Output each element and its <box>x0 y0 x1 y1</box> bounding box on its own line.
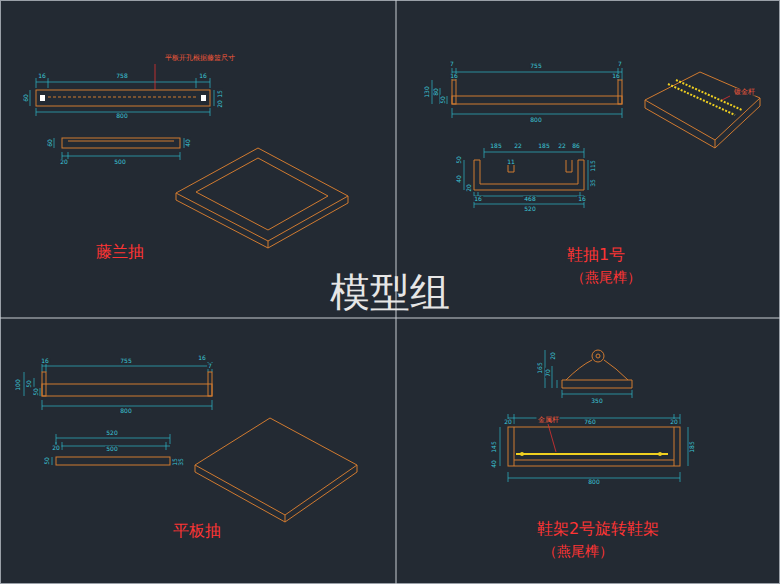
dim: 500 <box>105 446 118 452</box>
dim: 800 <box>115 113 128 119</box>
dim: 40 <box>491 459 497 469</box>
dim: 16 <box>473 196 483 202</box>
dim: 800 <box>587 479 600 485</box>
dim: 50 <box>456 155 462 165</box>
dim: 20 <box>59 159 69 165</box>
dim: 86 <box>571 143 581 149</box>
note: 平板开孔根据藤篮尺寸 <box>164 55 236 62</box>
dim: 16 <box>37 73 47 79</box>
dim: 500 <box>113 159 126 165</box>
dim: 22 <box>557 143 567 149</box>
dim: 800 <box>529 117 542 123</box>
dim: 20 <box>51 445 61 451</box>
dim: 40 <box>456 174 462 184</box>
dim: 16 <box>198 73 208 79</box>
dim: 35 <box>590 178 596 188</box>
part-title: 鞋架2号旋转鞋架 <box>536 521 660 537</box>
dim: 35 <box>178 457 184 467</box>
dim: 185 <box>537 143 550 149</box>
dim: 50 <box>33 387 39 397</box>
dim: 165 <box>537 361 543 374</box>
dim: 755 <box>119 358 132 364</box>
dim: 60 <box>47 138 53 148</box>
dim: 520 <box>523 206 536 212</box>
note: 金属杆 <box>537 417 560 424</box>
dim: 115 <box>590 159 596 172</box>
dim: 50 <box>26 379 32 389</box>
dim: 760 <box>583 419 596 425</box>
dim: 800 <box>119 408 132 414</box>
part-title: 藤兰抽 <box>95 244 145 260</box>
dim: 11 <box>506 159 516 165</box>
dim: 16 <box>40 358 50 364</box>
dim: 20 <box>217 99 223 109</box>
dim: 755 <box>529 63 542 69</box>
part-title: 平板抽 <box>172 523 222 539</box>
dim: 40 <box>185 138 191 148</box>
dim: 185 <box>489 143 502 149</box>
dim: 50 <box>44 456 50 466</box>
dim: 50 <box>440 95 446 105</box>
dim: 60 <box>23 93 29 103</box>
dim: 7 <box>617 61 623 67</box>
dim: 80 <box>433 87 439 97</box>
dim: 16 <box>611 73 621 79</box>
dim: 130 <box>424 85 430 98</box>
dim: 100 <box>15 378 21 391</box>
dim: 16 <box>449 73 459 79</box>
part-title: 鞋抽1号 <box>566 247 626 263</box>
dim: 520 <box>105 430 118 436</box>
dim: 20 <box>503 419 513 425</box>
dim: 20 <box>550 351 556 361</box>
dim: 22 <box>513 143 523 149</box>
dim: 16 <box>577 196 587 202</box>
dim: 145 <box>491 440 497 453</box>
dim: 7 <box>207 363 213 369</box>
dim: 468 <box>523 196 536 202</box>
dim: 15 <box>217 89 223 99</box>
dim: 758 <box>115 73 128 79</box>
dim: 70 <box>545 368 551 378</box>
dim: 350 <box>590 398 603 404</box>
dim: 7 <box>449 61 455 67</box>
watermark: 模型组 <box>329 272 451 312</box>
dim: 16 <box>197 355 207 361</box>
dim: 185 <box>689 440 695 453</box>
part-note: （燕尾榫） <box>570 270 642 284</box>
part-note: （燕尾榫） <box>542 544 614 558</box>
dim: 20 <box>669 419 679 425</box>
dim: 20 <box>466 183 472 193</box>
note: 镀金杆 <box>733 89 756 96</box>
